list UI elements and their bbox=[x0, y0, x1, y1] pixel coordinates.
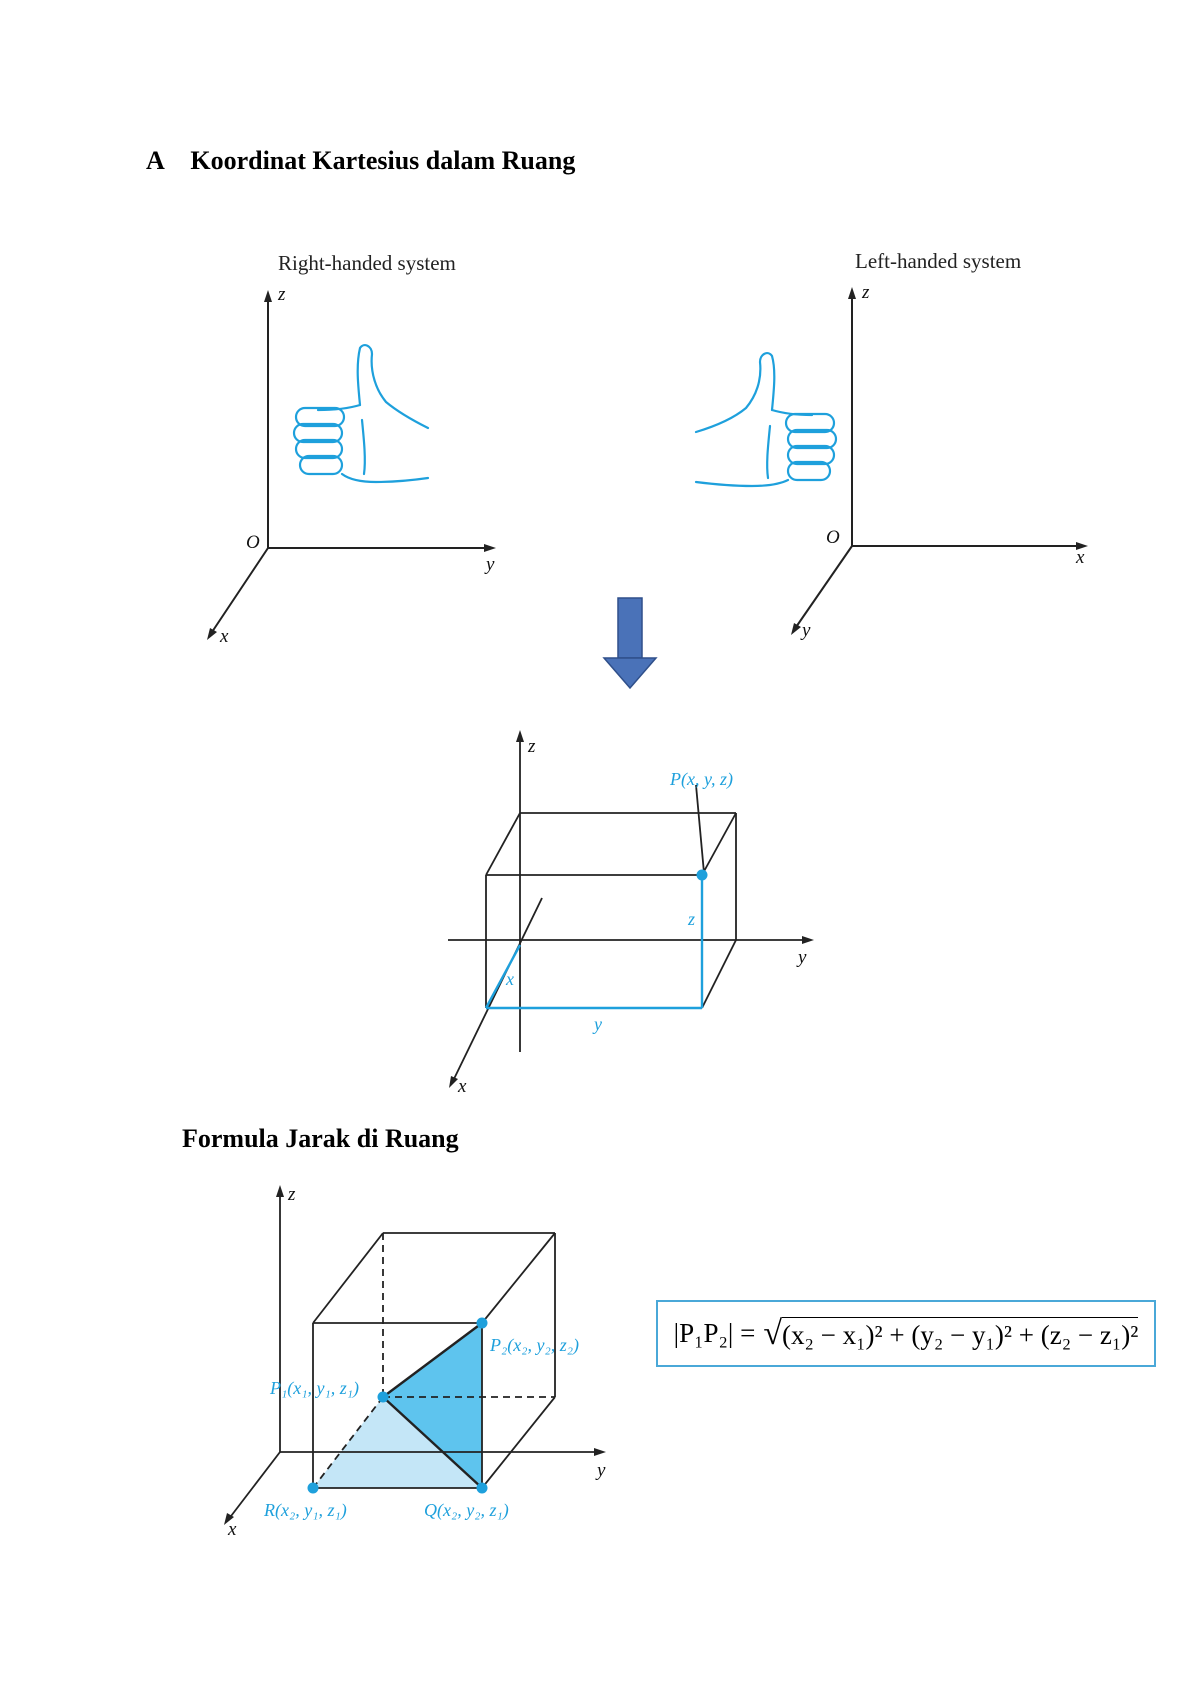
box-y-label: y bbox=[796, 947, 807, 968]
left-y-label: y bbox=[800, 620, 811, 641]
right-x-label: x bbox=[219, 626, 229, 647]
triangle-p1-r-q bbox=[313, 1397, 482, 1488]
right-hand-icon bbox=[292, 344, 430, 484]
edge-x-label: x bbox=[505, 969, 514, 989]
left-z-label: z bbox=[861, 282, 870, 303]
left-x-label: x bbox=[1075, 547, 1085, 568]
box-x-label: x bbox=[457, 1076, 467, 1097]
distance-heading: Formula Jarak di Ruang bbox=[182, 1124, 459, 1153]
section-heading: A Koordinat Kartesius dalam Ruang bbox=[146, 146, 575, 176]
left-origin-label: O bbox=[826, 527, 840, 548]
section-letter: A bbox=[146, 146, 164, 175]
box-z-label: z bbox=[527, 736, 536, 757]
formula-lhs: |P₁P₂| = bbox=[673, 1318, 756, 1348]
dist-y-label: y bbox=[595, 1460, 606, 1481]
dist-z-label: z bbox=[287, 1184, 296, 1205]
right-z-label: z bbox=[277, 284, 286, 305]
p1-label: P₁(x₁, y₁, z₁) bbox=[269, 1378, 359, 1399]
dist-x-label: x bbox=[227, 1519, 237, 1540]
q-label: Q(x₂, y₂, z₁) bbox=[424, 1500, 509, 1521]
point-p-label: P(x, y, z) bbox=[669, 769, 733, 790]
section-title: Koordinat Kartesius dalam Ruang bbox=[190, 146, 576, 175]
edge-y-label: y bbox=[592, 1014, 602, 1034]
left-hand-icon bbox=[694, 352, 838, 488]
distance-formula-box: |P₁P₂| = √ (x₂ − x₁)² + (y₂ − y₁)² + (z₂… bbox=[656, 1300, 1156, 1367]
r-label: R(x₂, y₁, z₁) bbox=[263, 1500, 347, 1521]
right-system-label: Right-handed system bbox=[278, 251, 456, 275]
left-y-axis bbox=[793, 545, 853, 631]
left-system-label: Left-handed system bbox=[855, 249, 1021, 273]
right-origin-label: O bbox=[246, 532, 260, 553]
sqrt-icon: √ bbox=[763, 1314, 782, 1352]
right-y-label: y bbox=[484, 554, 495, 575]
formula-rhs: (x₂ − x₁)² + (y₂ − y₁)² + (z₂ − z₁)² bbox=[782, 1316, 1139, 1351]
edge-z-label: z bbox=[687, 909, 695, 929]
down-arrow-icon bbox=[602, 597, 658, 690]
right-x-axis bbox=[209, 547, 269, 636]
p2-label: P₂(x₂, y₂, z₂) bbox=[489, 1335, 579, 1356]
point-p-marker bbox=[696, 869, 708, 881]
triangle-p1-p2-q bbox=[383, 1323, 482, 1488]
